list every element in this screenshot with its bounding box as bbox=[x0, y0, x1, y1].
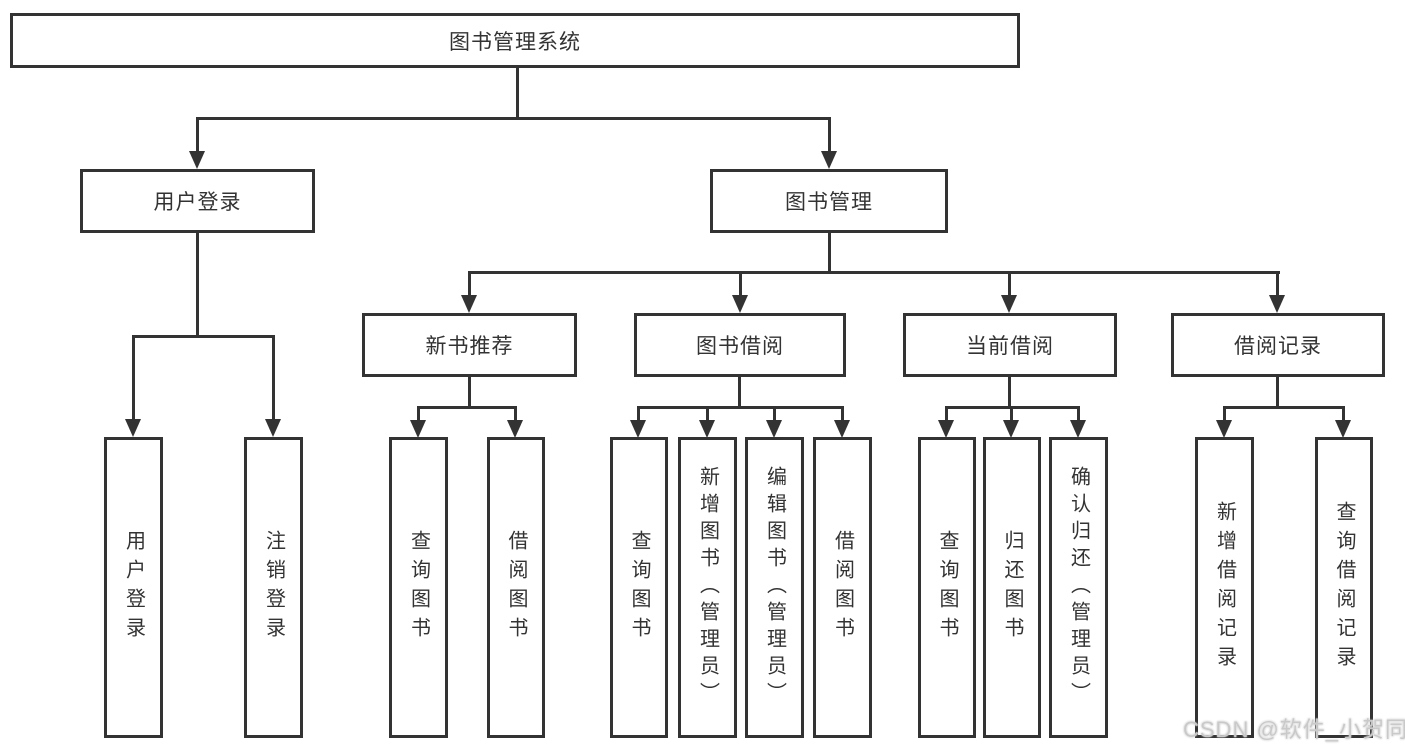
connector-line bbox=[1223, 406, 1345, 409]
connector-line bbox=[637, 406, 844, 409]
node-book-borrow-label: 图书借阅 bbox=[696, 335, 784, 358]
arrowhead-icon bbox=[699, 420, 715, 438]
arrowhead-icon bbox=[265, 419, 281, 437]
leaf-add-book-admin: 新增图书（管理员） bbox=[678, 437, 737, 738]
leaf-user-login-label: 用户登录 bbox=[122, 529, 145, 646]
leaf-borrow-books-borrow: 借阅图书 bbox=[813, 437, 872, 738]
node-library-system: 图书管理系统 bbox=[10, 13, 1020, 68]
connector-line bbox=[132, 335, 275, 338]
connector-line bbox=[828, 117, 831, 153]
connector-line bbox=[1223, 406, 1226, 422]
connector-line bbox=[196, 117, 199, 153]
arrowhead-icon bbox=[1269, 295, 1285, 313]
connector-line bbox=[468, 271, 1280, 274]
connector-line bbox=[945, 406, 948, 422]
arrowhead-icon bbox=[630, 420, 646, 438]
leaf-logout: 注销登录 bbox=[244, 437, 303, 738]
connector-line bbox=[841, 406, 844, 422]
leaf-borrow-books-borrow-label: 借阅图书 bbox=[831, 529, 854, 646]
connector-line bbox=[516, 67, 519, 119]
leaf-return-book: 归还图书 bbox=[983, 437, 1041, 738]
arrowhead-icon bbox=[125, 419, 141, 437]
node-book-borrow: 图书借阅 bbox=[634, 313, 846, 377]
connector-line bbox=[1010, 406, 1013, 422]
connector-line bbox=[739, 271, 742, 298]
leaf-query-borrow-record: 查询借阅记录 bbox=[1315, 437, 1373, 738]
leaf-query-books-borrow: 查询图书 bbox=[610, 437, 668, 738]
leaf-confirm-return-admin-label: 确认归还（管理员） bbox=[1067, 466, 1090, 709]
connector-line bbox=[1276, 377, 1279, 408]
connector-line bbox=[1008, 377, 1011, 408]
connector-line bbox=[1008, 271, 1011, 298]
leaf-edit-book-admin: 编辑图书（管理员） bbox=[745, 437, 804, 738]
leaf-add-borrow-record-label: 新增借阅记录 bbox=[1213, 500, 1236, 675]
arrowhead-icon bbox=[938, 420, 954, 438]
arrowhead-icon bbox=[1070, 420, 1086, 438]
leaf-edit-book-admin-label: 编辑图书（管理员） bbox=[763, 466, 786, 709]
connector-line bbox=[196, 233, 199, 336]
node-user-login-label: 用户登录 bbox=[153, 191, 242, 214]
connector-line bbox=[468, 271, 471, 298]
node-new-book-recommend-label: 新书推荐 bbox=[425, 335, 514, 358]
node-book-management: 图书管理 bbox=[710, 169, 948, 233]
arrowhead-icon bbox=[732, 295, 748, 313]
node-current-borrow-label: 当前借阅 bbox=[966, 335, 1054, 358]
leaf-borrow-books-recommend-label: 借阅图书 bbox=[505, 529, 527, 646]
connector-line bbox=[417, 406, 517, 409]
leaf-return-book-label: 归还图书 bbox=[1001, 529, 1023, 646]
arrowhead-icon bbox=[1216, 420, 1232, 438]
arrowhead-icon bbox=[1001, 295, 1017, 313]
connector-line bbox=[828, 233, 831, 273]
leaf-query-books-current: 查询图书 bbox=[918, 437, 976, 738]
connector-line bbox=[738, 377, 741, 408]
connector-line bbox=[417, 406, 420, 422]
leaf-query-books-borrow-label: 查询图书 bbox=[628, 529, 650, 646]
leaf-confirm-return-admin: 确认归还（管理员） bbox=[1049, 437, 1108, 738]
arrowhead-icon bbox=[461, 295, 477, 313]
node-book-management-label: 图书管理 bbox=[785, 191, 873, 214]
leaf-query-books-recommend-label: 查询图书 bbox=[407, 529, 430, 646]
node-user-login: 用户登录 bbox=[80, 169, 315, 233]
connector-line bbox=[773, 406, 776, 422]
arrowhead-icon bbox=[507, 420, 523, 438]
leaf-borrow-books-recommend: 借阅图书 bbox=[487, 437, 545, 738]
node-borrow-records-label: 借阅记录 bbox=[1234, 335, 1322, 358]
node-current-borrow: 当前借阅 bbox=[903, 313, 1117, 377]
arrowhead-icon bbox=[189, 151, 205, 169]
leaf-logout-label: 注销登录 bbox=[262, 529, 285, 646]
arrowhead-icon bbox=[410, 420, 426, 438]
leaf-user-login: 用户登录 bbox=[104, 437, 163, 738]
arrowhead-icon bbox=[1335, 420, 1351, 438]
node-borrow-records: 借阅记录 bbox=[1171, 313, 1385, 377]
arrowhead-icon bbox=[1003, 420, 1019, 438]
connector-line bbox=[514, 406, 517, 422]
arrowhead-icon bbox=[766, 420, 782, 438]
arrowhead-icon bbox=[821, 151, 837, 169]
connector-line bbox=[1077, 406, 1080, 422]
leaf-add-book-admin-label: 新增图书（管理员） bbox=[696, 466, 719, 709]
csdn-watermark: CSDN @软件_小贺同学 bbox=[1183, 717, 1405, 742]
leaf-query-books-recommend: 查询图书 bbox=[389, 437, 448, 738]
connector-line bbox=[1276, 271, 1279, 298]
connector-line bbox=[637, 406, 640, 422]
connector-line bbox=[1342, 406, 1345, 422]
leaf-query-books-current-label: 查询图书 bbox=[936, 529, 958, 646]
connector-line bbox=[468, 377, 471, 408]
node-library-system-label: 图书管理系统 bbox=[449, 30, 581, 54]
connector-line bbox=[272, 335, 275, 422]
leaf-query-borrow-record-label: 查询借阅记录 bbox=[1333, 500, 1355, 675]
leaf-add-borrow-record: 新增借阅记录 bbox=[1195, 437, 1254, 738]
connector-line bbox=[706, 406, 709, 422]
node-new-book-recommend: 新书推荐 bbox=[362, 313, 577, 377]
arrowhead-icon bbox=[834, 420, 850, 438]
connector-line bbox=[196, 117, 831, 120]
connector-line bbox=[132, 335, 135, 422]
